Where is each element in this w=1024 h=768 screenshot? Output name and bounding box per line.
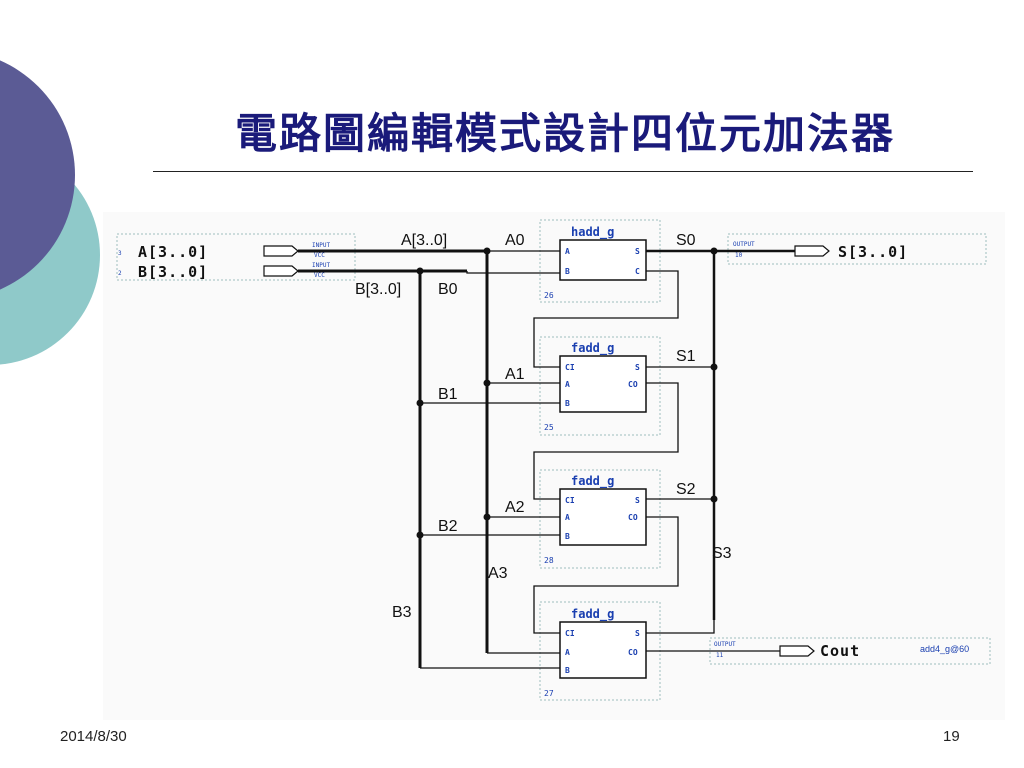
wire-c1: [533, 382, 679, 500]
junction-a1: [483, 379, 491, 387]
block-hadd-26: hadd_g A B S C 26: [544, 225, 647, 300]
wire-label-a2: A2: [505, 499, 525, 516]
title-divider: [153, 171, 973, 172]
input-pin-frame: [116, 233, 356, 281]
junction-s2: [710, 495, 718, 503]
block-name: hadd_g: [571, 225, 614, 240]
port-a: A: [565, 380, 570, 389]
wire-label-b2: B2: [438, 518, 458, 535]
block-frame-25: [539, 336, 661, 436]
wire-label-b1: B1: [438, 386, 458, 403]
output-pin-frame-s: [727, 233, 987, 265]
port-co: CO: [628, 648, 638, 657]
slide-date: 2014/8/30: [60, 728, 127, 745]
block-instance: 26: [544, 291, 554, 300]
input-b-pin-symbol: [263, 265, 299, 277]
output-cout-pin-symbol: [779, 645, 815, 657]
block-fadd-28: fadd_g CI A B S CO 28: [544, 474, 647, 565]
decor-circle-dark: [0, 60, 75, 290]
design-tag: add4_g@60: [920, 644, 969, 654]
port-b: B: [565, 532, 570, 541]
wire-c0: [533, 270, 679, 368]
port-ci: CI: [565, 496, 575, 505]
junction-b0: [416, 267, 424, 275]
port-ci: CI: [565, 629, 575, 638]
input-a-pin-symbol: [263, 245, 299, 257]
block-name: fadd_g: [571, 341, 614, 356]
adder-schematic: 3 A[3..0] INPUT VCC 2 B[3..0] INPUT VCC: [103, 212, 1005, 720]
block-fadd-25: fadd_g CI A B S CO 25: [544, 341, 647, 432]
output-s-pin-symbol: [794, 245, 830, 257]
junction-s0: [710, 247, 718, 255]
port-s: S: [635, 496, 640, 505]
port-co: CO: [628, 513, 638, 522]
bus-label-b: B[3..0]: [355, 281, 401, 298]
output-s-type: OUTPUT: [733, 241, 755, 248]
port-b: B: [565, 267, 570, 276]
slide-page-number: 19: [943, 728, 960, 745]
wire-b0: [466, 271, 560, 274]
junction-b1: [416, 399, 424, 407]
output-pin-frame-cout: [709, 637, 991, 665]
output-s-label: S[3..0]: [838, 243, 908, 261]
wire-s3: [645, 620, 715, 634]
block-name: fadd_g: [571, 607, 614, 622]
port-b: B: [565, 399, 570, 408]
slide-decoration: [0, 60, 100, 365]
wire-label-s1: S1: [676, 348, 696, 365]
block-instance: 25: [544, 423, 554, 432]
block-fadd-27: fadd_g CI A B S CO 27: [544, 607, 647, 698]
wire-label-b3: B3: [392, 604, 412, 621]
port-s: S: [635, 363, 640, 372]
port-ci: CI: [565, 363, 575, 372]
input-a-label: A[3..0]: [138, 243, 208, 261]
junction-s1: [710, 363, 718, 371]
a-bus-main: [298, 249, 489, 653]
wire-label-b0: B0: [438, 281, 458, 298]
wire-label-a3: A3: [488, 565, 508, 582]
wire-label-s2: S2: [676, 481, 696, 498]
input-a-type: INPUT: [312, 242, 330, 249]
wire-c2: [533, 516, 679, 634]
wire-label-a1: A1: [505, 366, 525, 383]
wire-label-s0: S0: [676, 232, 696, 249]
output-s-index: 10: [735, 252, 743, 259]
output-cout-type: OUTPUT: [714, 641, 736, 648]
s-bus-main: [645, 249, 716, 620]
port-s: S: [635, 629, 640, 638]
input-b-index: 2: [118, 270, 122, 277]
input-b-type: INPUT: [312, 262, 330, 269]
junction-a0: [483, 247, 491, 255]
bus-label-a: A[3..0]: [401, 232, 447, 249]
input-a-default: VCC: [314, 252, 325, 259]
block-name: fadd_g: [571, 474, 614, 489]
block-frame-28: [539, 469, 661, 569]
port-c: C: [635, 267, 640, 276]
output-cout-index: 11: [716, 652, 724, 659]
port-s: S: [635, 247, 640, 256]
block-frame-26: [539, 219, 661, 303]
port-a: A: [565, 648, 570, 657]
wire-label-a0: A0: [505, 232, 525, 249]
port-b: B: [565, 666, 570, 675]
input-a-index: 3: [118, 250, 122, 257]
input-b-label: B[3..0]: [138, 263, 208, 281]
slide-title: 電路圖編輯模式設計四位元加法器: [234, 109, 895, 158]
output-cout-label: Cout: [820, 642, 860, 660]
port-a: A: [565, 513, 570, 522]
port-a: A: [565, 247, 570, 256]
wire-label-s3: S3: [712, 545, 732, 562]
junction-b2: [416, 531, 424, 539]
junction-a2: [483, 513, 491, 521]
port-co: CO: [628, 380, 638, 389]
input-b-default: VCC: [314, 272, 325, 279]
block-instance: 28: [544, 556, 554, 565]
block-instance: 27: [544, 689, 554, 698]
